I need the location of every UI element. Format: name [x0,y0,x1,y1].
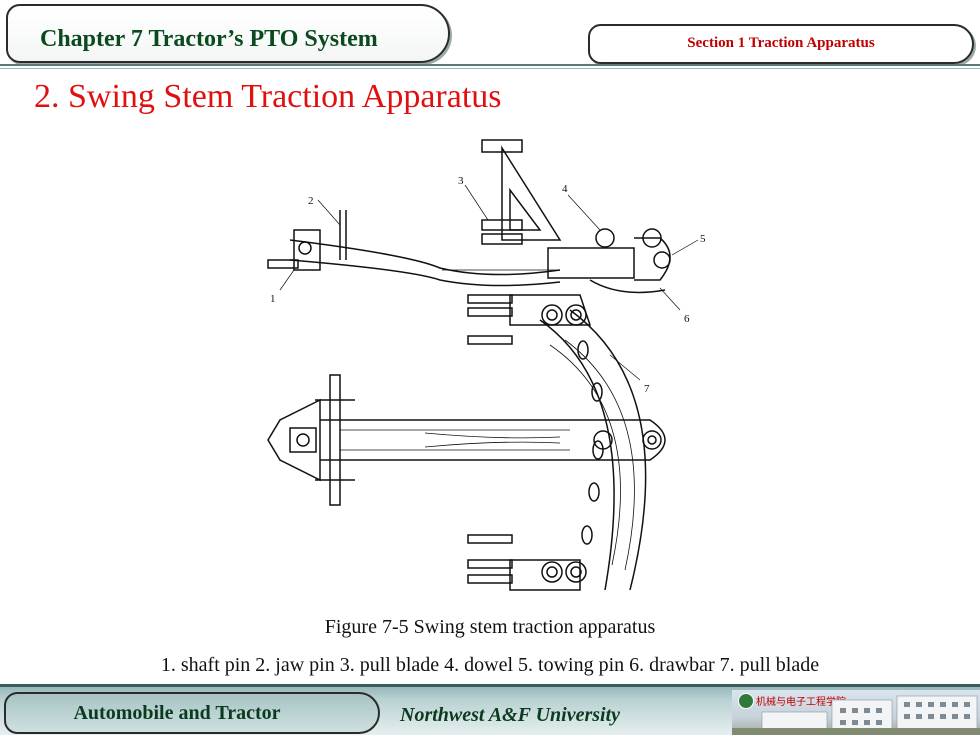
callout-7: 7 [644,383,650,395]
college-sign: 机械与电子工程学院 [756,697,846,708]
footer-tab: Automobile and Tractor [4,692,380,734]
footer-divider [0,684,980,687]
callout-1: 1 [270,293,276,305]
callout-5: 5 [700,233,706,245]
footer-university: Northwest A&F University [400,704,621,726]
callout-6: 6 [684,313,690,325]
callout-4: 4 [562,183,568,195]
section-title: Section 1 Traction Apparatus [687,35,875,51]
traction-apparatus-figure: 1 2 3 4 5 6 7 [260,130,720,610]
section-tab: Section 1 Traction Apparatus [588,24,974,64]
traction-apparatus-drawing: 1 2 3 4 5 6 7 [267,139,706,591]
college-building-photo: 机械与电子工程学院 [732,690,980,735]
chapter-tab: Chapter 7 Tractor’s PTO System [6,4,450,63]
chapter-title: Chapter 7 Tractor’s PTO System [40,26,378,52]
figure-caption: Figure 7-5 Swing stem traction apparatus [324,616,656,638]
college-logo-icon [738,693,754,709]
figure-legend: 1. shaft pin 2. jaw pin 3. pull blade 4.… [160,654,820,676]
callout-2: 2 [308,195,314,207]
building-illustration [732,695,980,735]
header-divider-thin [0,68,980,69]
callout-3: 3 [458,175,464,187]
slide-heading: 2. Swing Stem Traction Apparatus [34,78,502,115]
header-divider [0,64,980,66]
footer-course: Automobile and Tractor [73,702,281,724]
